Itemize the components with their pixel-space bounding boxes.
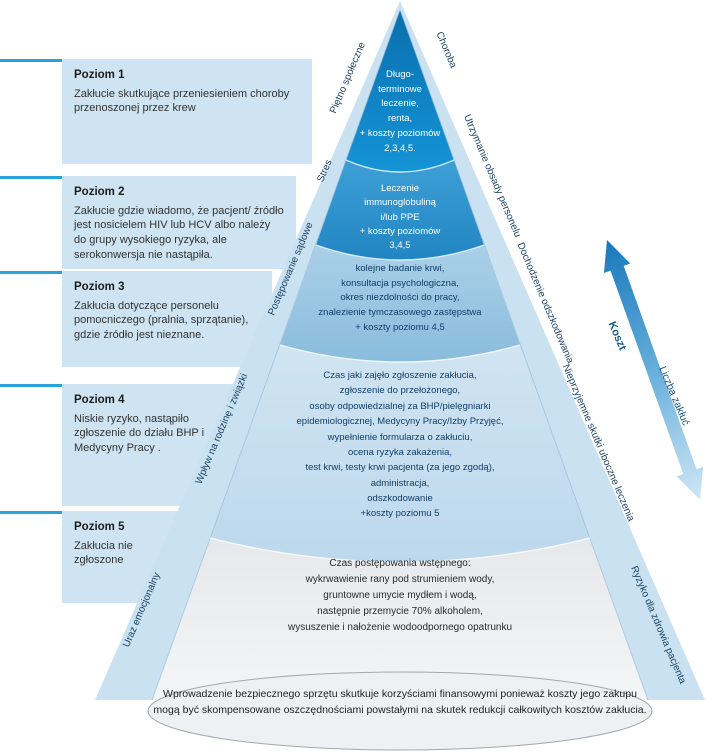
base-ellipse xyxy=(147,671,653,751)
cone-layer-5-shape xyxy=(152,538,648,700)
layer-divider-3 xyxy=(279,344,521,363)
level-5-accent-line xyxy=(0,511,62,514)
level-4-accent-line xyxy=(0,384,62,387)
level-1-description: Zakłucie skutkujące przeniesieniem choro… xyxy=(74,87,290,115)
level-1-title: Poziom 1 xyxy=(74,69,125,81)
cone-layer-4-shape xyxy=(210,345,590,562)
level-3-entry: Poziom 3 Zakłucia dotyczące personelu po… xyxy=(62,271,272,352)
cone-layer-3-text: kolejne badanie krwi, konsultacja psycho… xyxy=(318,263,482,333)
level-5-description: Zakłucia nie zgłoszone xyxy=(74,539,133,567)
cone-layer-3-shape xyxy=(280,245,520,362)
level-2-title: Poziom 2 xyxy=(74,186,125,198)
double-arrow-icon xyxy=(603,240,704,500)
cone-layer-2-shape xyxy=(316,160,484,260)
cone-layer-5-text: Czas postępowania wstępnego: wykrwawieni… xyxy=(287,558,513,633)
level-2-description: Zakłucie gdzie wiadomo, że pacjent/ źród… xyxy=(74,204,284,262)
level-4-description: Niskie ryzyko, nastąpiło zgłoszenie do d… xyxy=(74,412,205,455)
level-2-box xyxy=(62,176,296,269)
cost-count-arrow xyxy=(603,240,704,500)
layer-divider-4 xyxy=(209,537,591,563)
cone-layer-1-text: Długo- terminowe leczenie, renta, + kosz… xyxy=(359,69,441,154)
level-4-entry: Poziom 4 Niskie ryzyko, nastąpiło zgłosz… xyxy=(62,384,250,465)
level-1-entry: Poziom 1 Zakłucie skutkujące przeniesien… xyxy=(62,59,312,125)
layer-divider-2 xyxy=(315,244,485,261)
level-3-box xyxy=(62,271,272,367)
level-1-accent-line xyxy=(0,59,62,62)
base-ellipse-text: Wprowadzenie bezpiecznego sprzętu skutku… xyxy=(153,688,647,717)
cone-layer-4-text: Czas jaki zajęło zgłoszenie zakłucia, zg… xyxy=(296,370,504,520)
level-3-accent-line xyxy=(0,271,62,274)
level-5-title: Poziom 5 xyxy=(74,521,125,533)
cone-left-edge xyxy=(151,9,401,701)
cone-layer-1-shape xyxy=(346,10,454,172)
level-1-box xyxy=(62,59,312,164)
level-2-accent-line xyxy=(0,176,62,179)
cone-layer-2-text: Leczenie immunoglobuliną i/lub PPE + kos… xyxy=(359,183,441,251)
level-5-entry: Poziom 5 Zakłucia nie zgłoszone xyxy=(62,511,180,577)
level-3-description: Zakłucia dotyczące personelu pomocniczeg… xyxy=(74,299,249,342)
level-3-title: Poziom 3 xyxy=(74,281,125,293)
cone-right-edge xyxy=(399,9,649,701)
layer-divider-1 xyxy=(345,159,455,173)
level-2-entry: Poziom 2 Zakłucie gdzie wiadomo, że pacj… xyxy=(62,176,296,272)
level-4-title: Poziom 4 xyxy=(74,394,125,406)
